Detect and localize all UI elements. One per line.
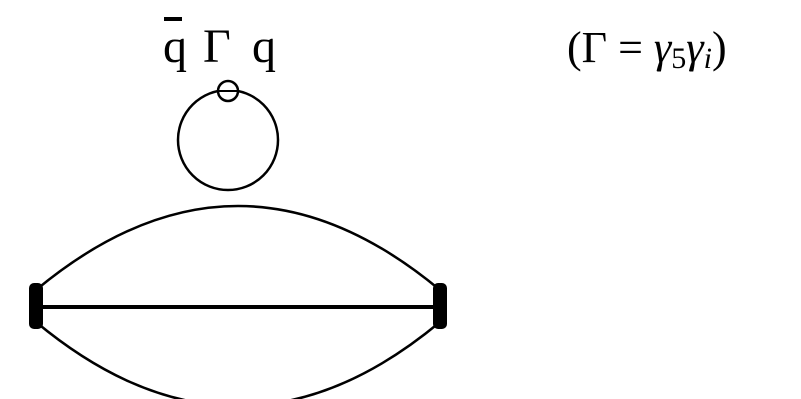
gamma-symbol: Γ — [203, 20, 231, 73]
q-letter: q — [252, 20, 276, 73]
definition-close: ) — [712, 23, 727, 72]
baryon-propagator — [29, 204, 447, 399]
quark-loop — [176, 79, 280, 192]
upper-quark-line — [35, 204, 441, 291]
qbar-letter: q — [163, 20, 187, 73]
definition-sub-5: 5 — [671, 42, 686, 75]
sink-vertex — [433, 283, 447, 329]
lower-quark-line — [35, 321, 441, 399]
operator-label: q Γ q — [163, 17, 276, 73]
loop-circle — [176, 88, 280, 192]
definition-sub-i: i — [704, 42, 712, 75]
source-vertex — [29, 283, 43, 329]
definition-gamma-5: γ — [654, 23, 673, 72]
definition-open: (Γ = — [567, 23, 654, 72]
gamma-definition: (Γ = γ5γi) — [567, 23, 727, 75]
definition-gamma-i: γ — [686, 23, 705, 72]
